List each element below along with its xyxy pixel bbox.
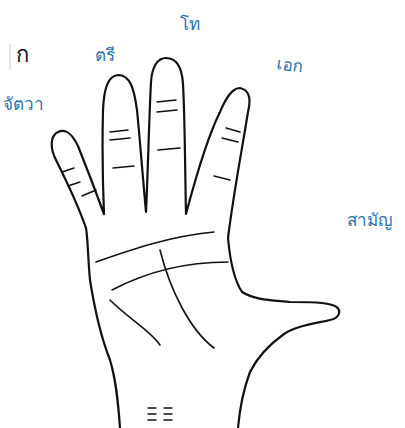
- finger-label: สามัญ: [347, 210, 392, 230]
- letter-label: ก: [16, 42, 29, 68]
- finger-label: เอก: [276, 53, 305, 77]
- wrist-marks: [148, 408, 172, 420]
- finger-label: โท: [180, 14, 200, 34]
- finger-label: จัตวา: [3, 94, 44, 114]
- hand-outline: [52, 58, 339, 428]
- finger-label: ตรี: [95, 45, 115, 65]
- cursor-box-edge: [10, 44, 11, 70]
- finger-creases: [62, 100, 240, 196]
- palm-lines: [96, 232, 228, 348]
